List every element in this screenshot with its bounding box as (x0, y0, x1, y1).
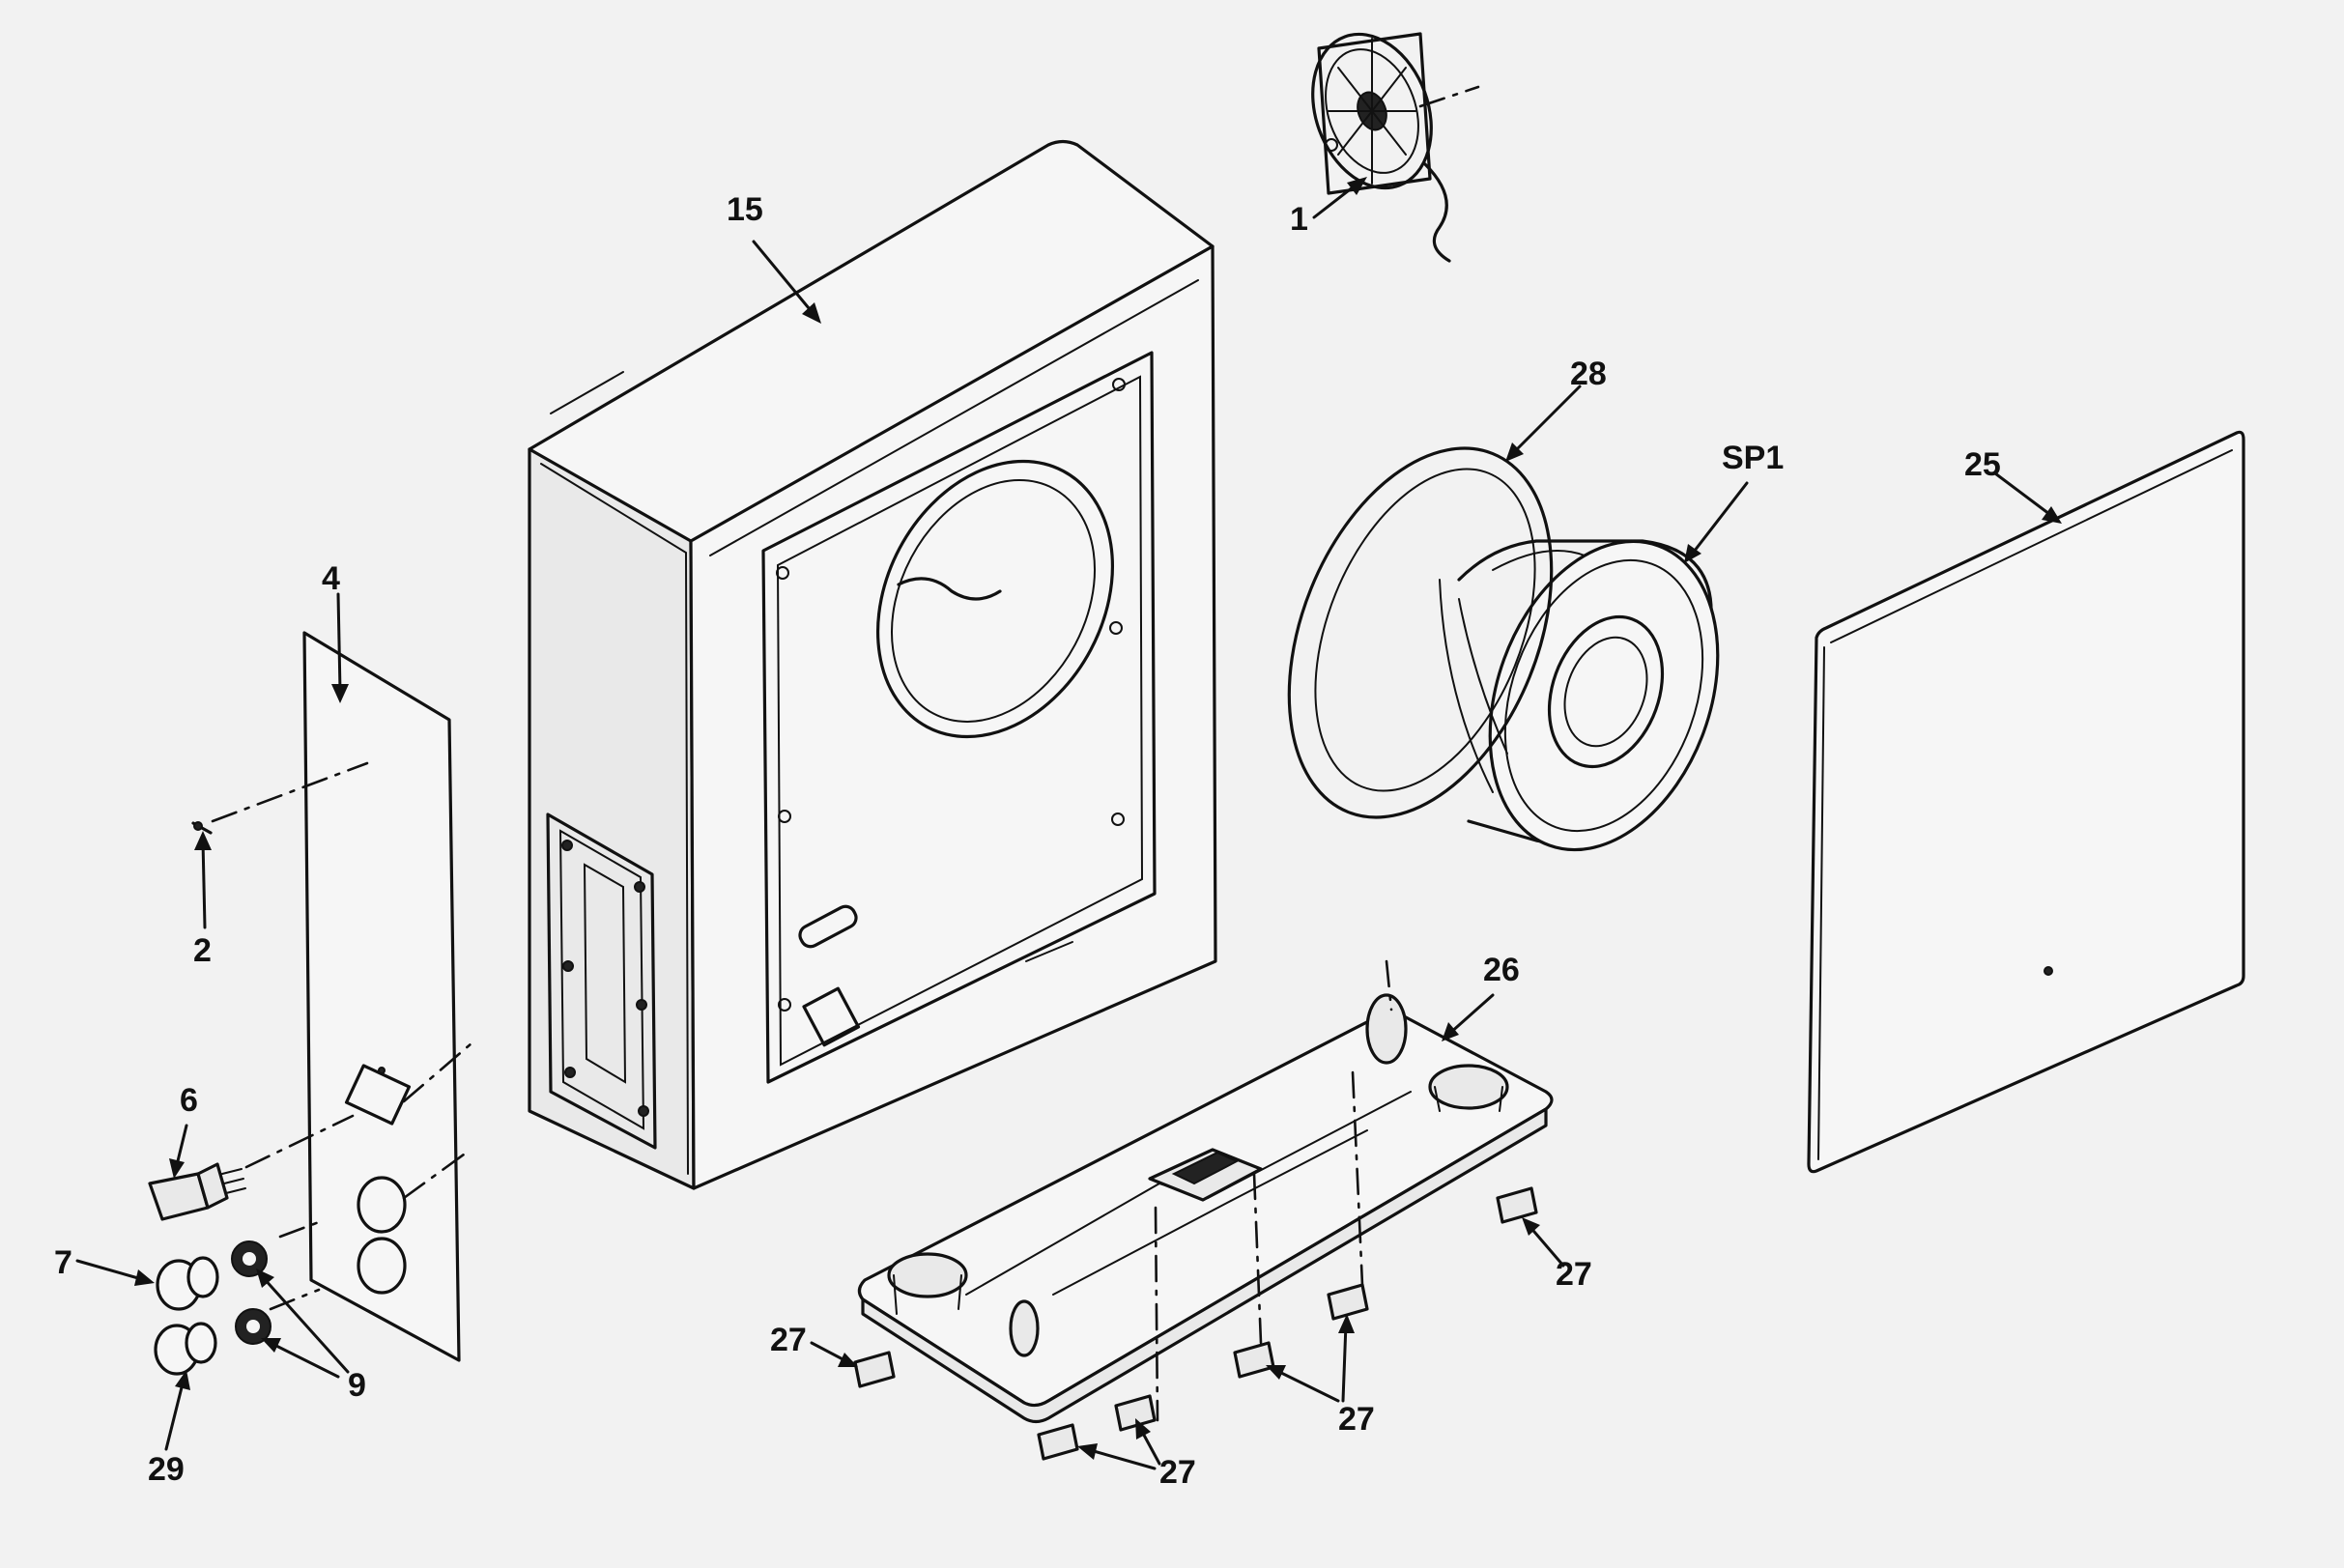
part-labels: 15 1 28 SP1 25 4 2 6 7 9 29 26 27 27 27 … (54, 191, 2001, 1491)
leader-arrows (75, 177, 2062, 1470)
foot-pads-part-27 (853, 1186, 1538, 1461)
nut-part-9 (231, 1240, 272, 1345)
cabinet-part-15 (528, 139, 1217, 1190)
fan-part-1 (1311, 32, 1480, 263)
label-27-bottom: 27 (1159, 1454, 1196, 1491)
label-1: 1 (1290, 201, 1308, 238)
rear-panel-part-4 (211, 631, 473, 1362)
label-6: 6 (180, 1082, 198, 1119)
knob-part-7 (156, 1256, 219, 1311)
label-25: 25 (1964, 446, 2001, 483)
label-9: 9 (348, 1367, 366, 1404)
grille-part-25 (1807, 430, 2245, 1174)
label-4: 4 (322, 560, 340, 597)
label-28: 28 (1570, 356, 1607, 392)
stand-base-part-26 (857, 959, 1554, 1424)
screw-part-2 (191, 821, 213, 835)
label-26: 26 (1483, 952, 1520, 988)
label-15: 15 (727, 191, 763, 228)
label-27-left: 27 (770, 1322, 807, 1358)
gasket-part-28 (1287, 446, 1554, 819)
switch-part-6 (148, 1162, 246, 1221)
label-7: 7 (54, 1244, 72, 1281)
label-2: 2 (193, 932, 212, 969)
label-27-middle: 27 (1338, 1401, 1375, 1438)
speaker-driver-sp1 (1439, 539, 1720, 852)
label-27-right: 27 (1556, 1256, 1592, 1293)
label-sp1: SP1 (1722, 440, 1784, 476)
label-29: 29 (148, 1451, 185, 1488)
knob-part-29 (154, 1322, 217, 1376)
